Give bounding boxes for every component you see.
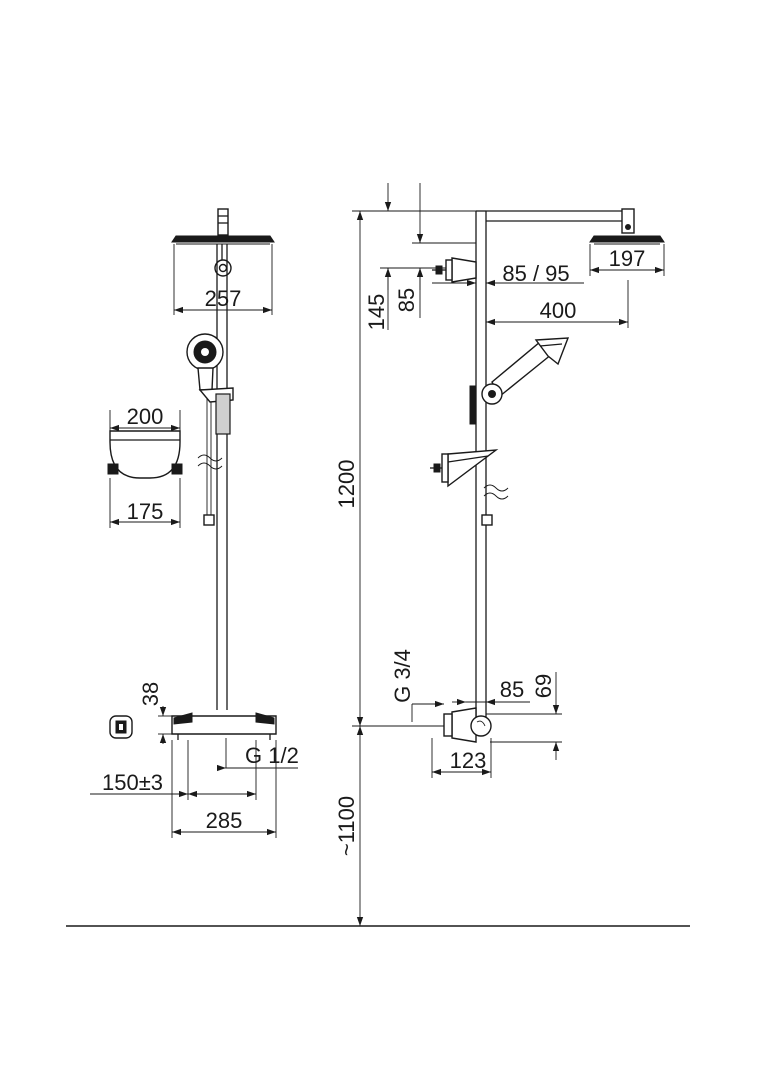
dim-inlet-depth: 123 xyxy=(450,748,487,773)
dim-wall-distance: 85 / 95 xyxy=(502,261,569,286)
dim-inlet-height: 69 xyxy=(531,674,556,698)
riser-pipe-side xyxy=(475,210,509,718)
dim-floor-height: ~1100 xyxy=(334,796,359,856)
dim-overhead-width: 257 xyxy=(205,286,242,311)
shelf-side xyxy=(430,449,499,488)
front-view: 257 200 xyxy=(90,208,299,838)
dim-shelf-width-bottom: 175 xyxy=(127,499,164,524)
side-view: 197 145 85 85 / 95 400 xyxy=(334,183,665,926)
dim-mixer-width: 285 xyxy=(206,808,243,833)
dim-shelf-width-top: 200 xyxy=(127,404,164,429)
hand-shower-front xyxy=(186,333,234,435)
hand-shower-side xyxy=(469,337,570,425)
shelf-front xyxy=(107,430,183,479)
wall-bracket-top xyxy=(432,257,477,283)
dim-arm-drop-85: 85 xyxy=(394,288,419,312)
overhead-shower-side xyxy=(589,235,665,243)
wall-connector-icon xyxy=(109,715,133,739)
dim-arm-drop-145: 145 xyxy=(364,294,389,331)
riser-pipe-front xyxy=(197,244,228,710)
thermostat-mixer-front xyxy=(171,712,277,740)
dim-total-height: 1200 xyxy=(334,460,359,509)
dim-mixer-height: 38 xyxy=(138,682,163,706)
dim-mixer-offset: 150±3 xyxy=(102,770,163,795)
dim-mixer-connection: G 1/2 xyxy=(245,743,299,768)
dim-inlet-offset: 85 xyxy=(500,677,524,702)
shower-arm-side xyxy=(486,208,635,234)
dim-inlet-connection: G 3/4 xyxy=(390,649,415,703)
mixer-side xyxy=(443,707,492,743)
overhead-shower-front xyxy=(171,208,275,277)
dim-overhead-depth: 197 xyxy=(609,246,646,271)
dim-arm-projection: 400 xyxy=(540,298,577,323)
